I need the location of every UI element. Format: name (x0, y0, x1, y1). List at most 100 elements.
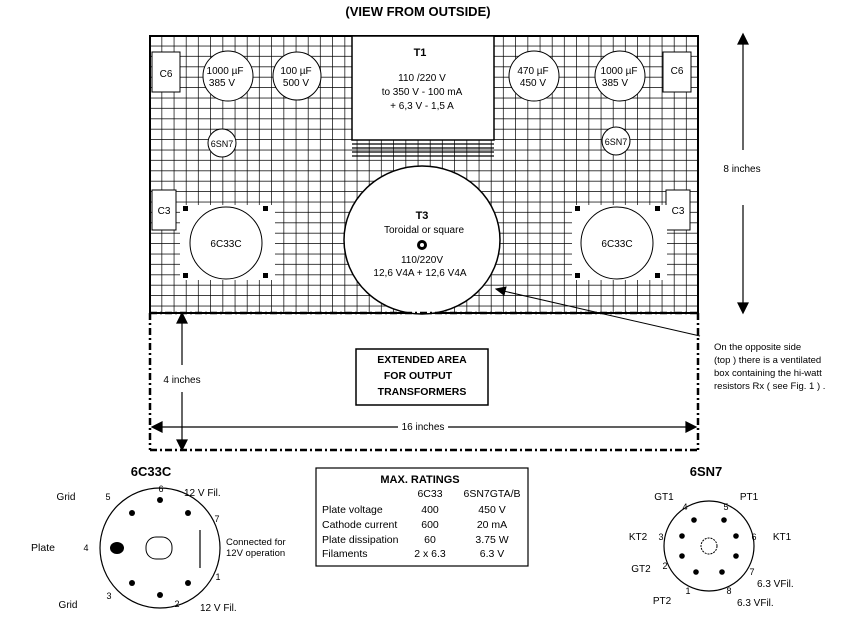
6sn7-kt2: KT2 (629, 532, 648, 543)
capacitor-1-circle (202, 50, 254, 102)
6c33c-connected1: Connected for (226, 537, 286, 548)
6c33c-pin7: 7 (214, 514, 219, 524)
height-dimension-label: 8 inches (723, 164, 760, 175)
6c33c-pin6: 6 (158, 484, 163, 494)
t3-line2: 110/220V (401, 255, 443, 266)
cap2-value: 100 µF (280, 66, 311, 77)
6sn7-p8: 8 (726, 586, 731, 596)
6sn7-p2: 2 (662, 561, 667, 571)
ratings-row-label: Filaments (322, 548, 368, 560)
t1-laminations (352, 143, 494, 157)
6sn7-p6: 6 (751, 532, 756, 542)
note-leader (494, 286, 701, 337)
t3-line3: 12,6 V4A + 12,6 V4A (373, 268, 466, 279)
width-dimension-label: 16 inches (402, 422, 445, 433)
ext-dimension-arrow (176, 311, 188, 452)
ratings-row-label: Cathode current (322, 519, 397, 531)
6c33c-right-circle (580, 206, 654, 280)
note-line4: resistors Rx ( see Fig. 1 ) . (714, 381, 825, 392)
t3-line1: Toroidal or square (384, 225, 464, 236)
6sn7-p3: 3 (658, 532, 663, 542)
c6-left-box (151, 51, 181, 93)
6sn7-pt1: PT1 (740, 492, 759, 503)
t1-line3: + 6,3 V - 1,5 A (390, 101, 454, 112)
ratings-row-v1: 600 (421, 519, 439, 531)
capacitor-3-circle (508, 50, 560, 102)
6c33c-right-label: 6C33C (601, 239, 632, 250)
6c33c-left-circle (189, 206, 263, 280)
socket-screws (183, 206, 660, 278)
t1-line1: 110 /220 V (398, 73, 446, 84)
ratings-row-v2: 450 V (478, 504, 505, 516)
ext-dimension-label: 4 inches (163, 375, 200, 386)
6sn7-gt1: GT1 (654, 492, 674, 503)
6c33c-grid-bottom: Grid (59, 600, 78, 611)
t3-title: T3 (416, 210, 429, 222)
extended-line3: TRANSFORMERS (378, 386, 467, 398)
6c33c-connected2: 12V operation (226, 548, 285, 559)
6c33c-pin3: 3 (106, 591, 111, 601)
ratings-row-v1: 2 x 6.3 (414, 548, 446, 560)
6sn7-left-label: 6SN7 (211, 139, 234, 149)
extended-area-box (355, 348, 489, 406)
extended-line2: FOR OUTPUT (384, 370, 453, 382)
6c33c-pins (110, 497, 191, 598)
6sn7-right-label: 6SN7 (605, 137, 628, 147)
c3-right-label: C3 (672, 206, 685, 217)
t1-line2: to 350 V - 100 mA (382, 87, 463, 98)
ratings-row-v2: 6.3 V (480, 548, 505, 560)
pinout-6sn7-title: 6SN7 (690, 464, 723, 479)
6sn7-fil1: 6.3 VFil. (757, 579, 794, 590)
note-line3: box containing the hi-watt (714, 368, 822, 379)
capacitor-2-circle (272, 51, 322, 101)
ratings-row-v1: 400 (421, 504, 439, 516)
c6-left-label: C6 (160, 69, 173, 80)
c6-right-box (662, 51, 692, 93)
6c33c-left-label: 6C33C (210, 239, 241, 250)
ratings-row-label: Plate voltage (322, 504, 383, 516)
ratings-row-label: Plate dissipation (322, 534, 399, 546)
cap4-voltage: 385 V (602, 78, 628, 89)
ratings-row-v2: 20 mA (477, 519, 507, 531)
note-line1: On the opposite side (714, 342, 801, 353)
t1-transformer-box (351, 35, 495, 141)
ratings-row-v1: 60 (424, 534, 436, 546)
6sn7-p5: 5 (723, 502, 728, 512)
c6-right-label: C6 (671, 66, 684, 77)
extended-line1: EXTENDED AREA (377, 354, 467, 366)
6sn7-p4: 4 (682, 502, 687, 512)
cap4-value: 1000 µF (601, 66, 638, 77)
6sn7-kt1: KT1 (773, 532, 792, 543)
6sn7-p7: 7 (749, 567, 754, 577)
extended-area-outline (148, 311, 700, 452)
ratings-header-6c33: 6C33 (417, 488, 442, 500)
6c33c-plate: Plate (31, 542, 55, 554)
6c33c-fil-bottom: 12 V Fil. (200, 603, 237, 614)
cap1-value: 1000 µF (207, 66, 244, 77)
cap3-voltage: 450 V (520, 78, 546, 89)
c3-left-box (151, 189, 177, 231)
ratings-header-6sn7: 6SN7GTA/B (464, 488, 521, 500)
c3-left-label: C3 (158, 206, 171, 217)
6c33c-pin5: 5 (105, 492, 110, 502)
width-dimension-arrow (150, 421, 698, 433)
pinout-6c33c-title: 6C33C (131, 464, 172, 479)
cap1-voltage: 385 V (209, 78, 235, 89)
6sn7-pins (679, 517, 739, 575)
height-dimension-arrow (737, 32, 749, 315)
6c33c-center-key (145, 536, 173, 560)
6sn7-pt2: PT2 (653, 596, 672, 607)
tube-6sn7-right-circle (601, 126, 631, 156)
6sn7-p1: 1 (685, 586, 690, 596)
6sn7-gt2: GT2 (631, 564, 651, 575)
t1-title: T1 (414, 47, 427, 59)
cap2-voltage: 500 V (283, 78, 309, 89)
ratings-title: MAX. RATINGS (380, 474, 459, 486)
capacitor-4-circle (594, 50, 646, 102)
page-title: (VIEW FROM OUTSIDE) (345, 4, 490, 19)
6c33c-pin2: 2 (174, 599, 179, 609)
tube-6sn7-left-circle (207, 128, 237, 158)
ratings-row-v2: 3.75 W (475, 534, 508, 546)
6c33c-pin1: 1 (215, 572, 220, 582)
